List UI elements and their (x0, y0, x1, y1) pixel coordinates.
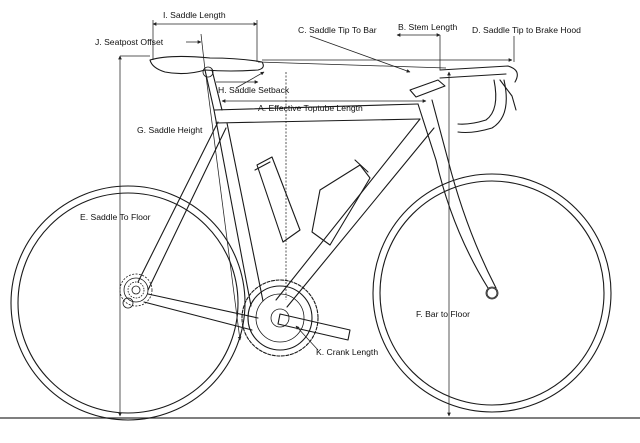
saddle-tip-to-bar-label: C. Saddle Tip To Bar (298, 25, 377, 35)
saddle-tip-to-brake-hood-label: D. Saddle Tip to Brake Hood (472, 25, 581, 35)
saddle-assembly (149, 55, 264, 111)
saddle-length-label: I. Saddle Length (163, 10, 226, 20)
saddle-height-label: G. Saddle Height (137, 125, 203, 135)
cassette (119, 273, 153, 307)
bar-to-floor-label: F. Bar to Floor (416, 309, 470, 319)
crank-arm (277, 313, 351, 341)
water-bottle-down-tube (311, 159, 371, 246)
crank-length-label: K. Crank Length (316, 347, 378, 357)
saddle-setback-label: H. Saddle Setback (218, 85, 290, 95)
effective-toptube-length-label: A. Effective Toptube Length (258, 103, 363, 113)
cockpit (409, 65, 518, 134)
bike-frame (137, 99, 498, 331)
water-bottle-seat-tube (254, 156, 301, 243)
chainring (241, 279, 319, 357)
front-wheel (372, 173, 612, 413)
measurement-lines (118, 20, 515, 417)
saddle-to-floor-label: E. Saddle To Floor (80, 212, 151, 222)
stem-length-label: B. Stem Length (398, 22, 457, 32)
seatpost-offset-label: J. Seatpost Offset (95, 37, 164, 47)
